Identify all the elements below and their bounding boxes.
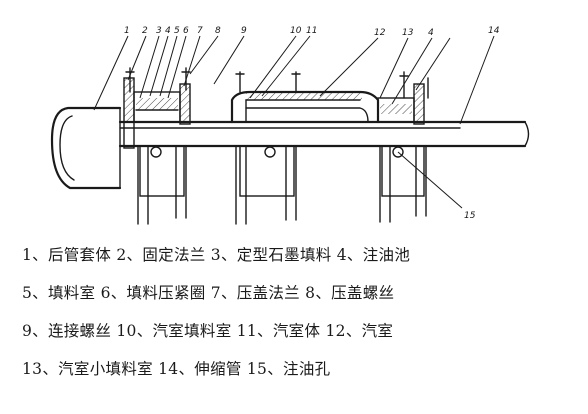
callout-12: 12 <box>374 28 386 38</box>
callout-4: 4 <box>165 26 171 36</box>
steam-chamber-body <box>230 90 380 124</box>
callout-11: 11 <box>306 26 317 36</box>
extension-pipe <box>118 120 530 148</box>
rear-sleeve-body <box>50 106 122 190</box>
lower-bolts <box>137 145 427 225</box>
lower-flanges <box>139 145 425 197</box>
parts-legend: 1、后管套体 2、固定法兰 3、定型石墨填料 4、注油池 5、填料室 6、填料压… <box>22 236 578 388</box>
callout-6: 6 <box>183 26 189 36</box>
callout-8: 8 <box>215 26 221 36</box>
gland-flange <box>179 83 191 125</box>
callout-2: 2 <box>142 26 148 36</box>
packing-chamber <box>133 91 181 123</box>
callout-10: 10 <box>290 26 302 36</box>
legend-line-2: 5、填料室 6、填料压紧圈 7、压盖法兰 8、压盖螺丝 <box>22 284 395 302</box>
legend-line-1: 1、后管套体 2、固定法兰 3、定型石墨填料 4、注油池 <box>22 246 411 264</box>
callout-15: 15 <box>464 211 476 221</box>
callout-14: 14 <box>488 26 500 36</box>
callout-leaders <box>93 35 495 125</box>
callout-5: 5 <box>174 26 180 36</box>
compensator-section-drawing: 1 2 3 4 5 6 7 8 9 10 11 12 13 4 14 15 <box>50 26 530 225</box>
callout-numbers: 1 2 3 4 5 6 7 8 9 10 11 12 13 4 14 15 <box>124 26 500 221</box>
legend-line-3: 9、连接螺丝 10、汽室填料室 11、汽室体 12、汽室 <box>22 322 394 340</box>
callout-3: 3 <box>156 26 162 36</box>
callout-9: 9 <box>241 26 247 36</box>
callout-13: 13 <box>402 28 414 38</box>
callout-7: 7 <box>197 26 203 36</box>
callout-1: 1 <box>124 26 130 36</box>
fixed-flange <box>123 77 135 149</box>
legend-line-4: 13、汽室小填料室 14、伸缩管 15、注油孔 <box>22 360 331 378</box>
callout-4b: 4 <box>428 28 434 38</box>
